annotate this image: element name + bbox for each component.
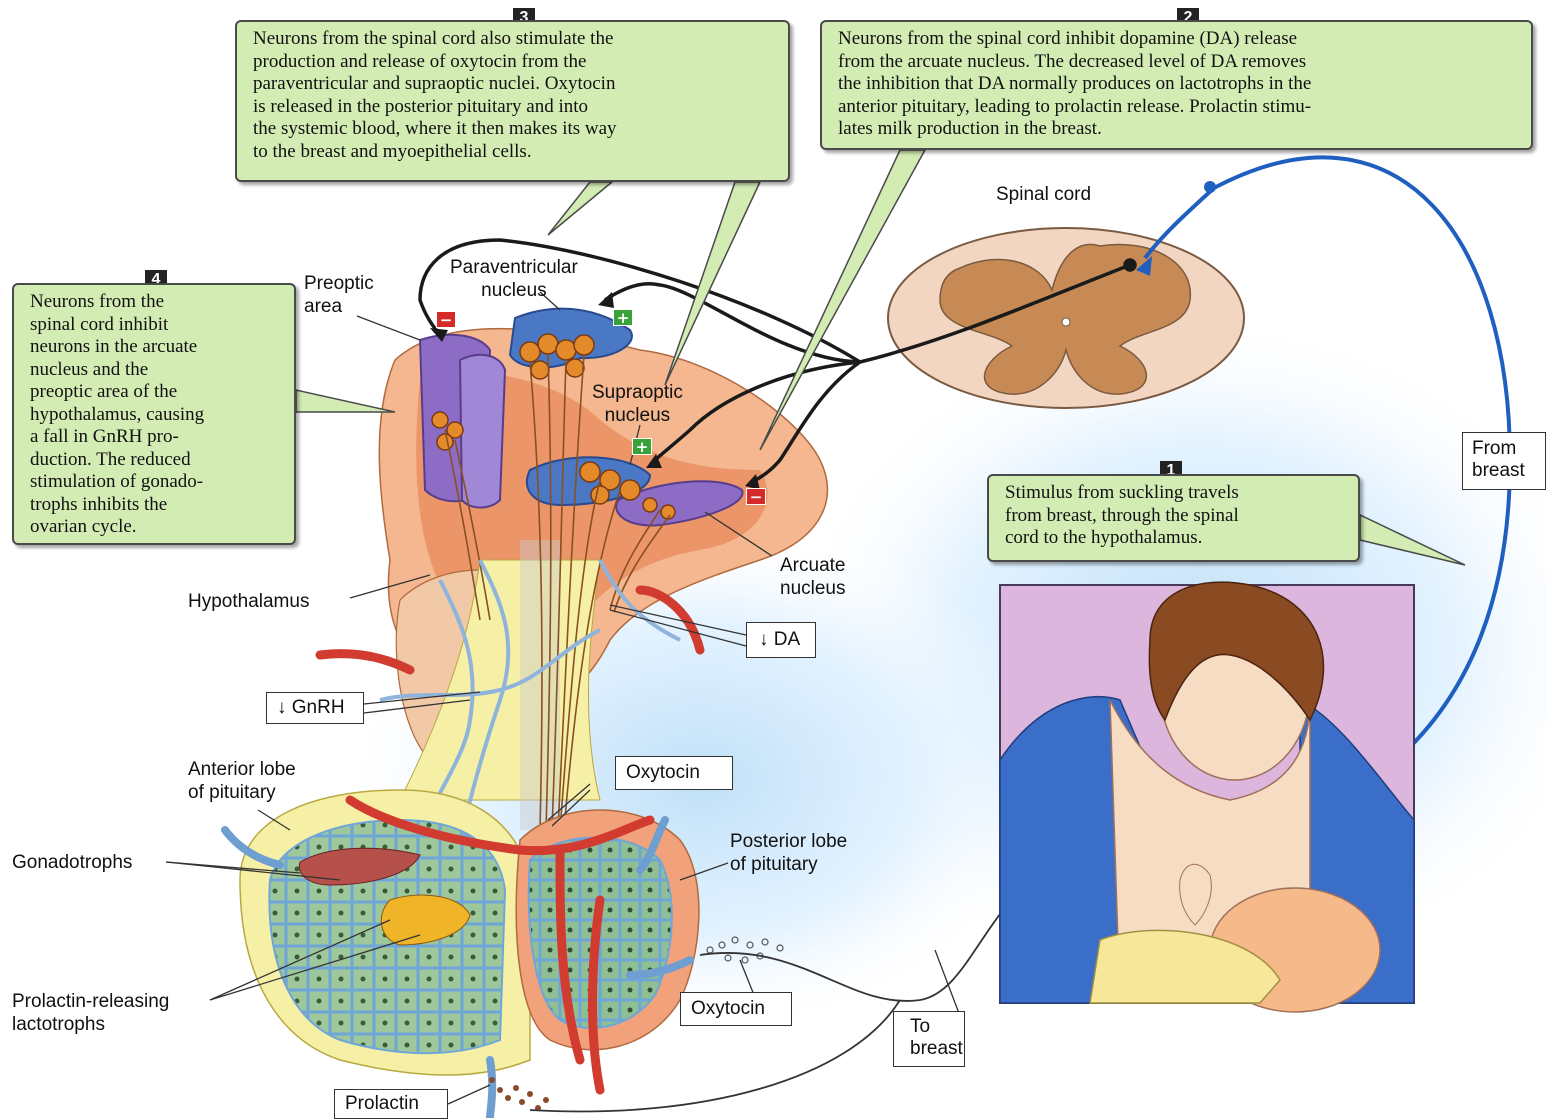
box-oxytocin-posterior: Oxytocin (615, 756, 733, 790)
callout-step-4: Neurons from the spinal cord inhibit neu… (12, 283, 296, 545)
label-gonadotrophs: Gonadotrophs (12, 851, 132, 874)
stimulate-sign-supraoptic: + (632, 438, 652, 455)
box-from-breast: From breast (1462, 432, 1546, 490)
label-anterior-lobe: Anterior lobe of pituitary (188, 758, 296, 804)
box-oxytocin-blood: Oxytocin (680, 992, 792, 1026)
callout-step-1: Stimulus from suckling travels from brea… (987, 474, 1360, 562)
stimulate-sign-paraventricular: + (613, 309, 633, 326)
label-supraoptic-nucleus: Supraoptic nucleus (592, 381, 683, 427)
inhibit-sign-arcuate: − (746, 488, 766, 505)
mother-and-baby-illustration (1000, 582, 1414, 1012)
label-hypothalamus: Hypothalamus (188, 590, 309, 613)
label-posterior-lobe: Posterior lobe of pituitary (730, 830, 847, 876)
callout-step-3: Neurons from the spinal cord also stimul… (235, 20, 790, 182)
inhibit-sign-preoptic: − (436, 311, 456, 328)
label-arcuate-nucleus: Arcuate nucleus (780, 554, 846, 600)
box-decreased-gnrh: ↓ GnRH (266, 692, 364, 724)
label-paraventricular-nucleus: Paraventricular nucleus (450, 256, 578, 302)
box-to-breast: To breast (893, 1011, 965, 1067)
spinal-cord-cross-section (888, 228, 1244, 408)
callout-step-2: Neurons from the spinal cord inhibit dop… (820, 20, 1533, 150)
label-preoptic-area: Preoptic area (304, 272, 374, 318)
label-prolactin-releasing-lactotrophs: Prolactin-releasing lactotrophs (12, 990, 169, 1036)
box-decreased-da: ↓ DA (746, 622, 816, 658)
box-prolactin: Prolactin (334, 1089, 448, 1119)
label-spinal-cord: Spinal cord (996, 183, 1091, 206)
anterior-pituitary (240, 790, 530, 1075)
